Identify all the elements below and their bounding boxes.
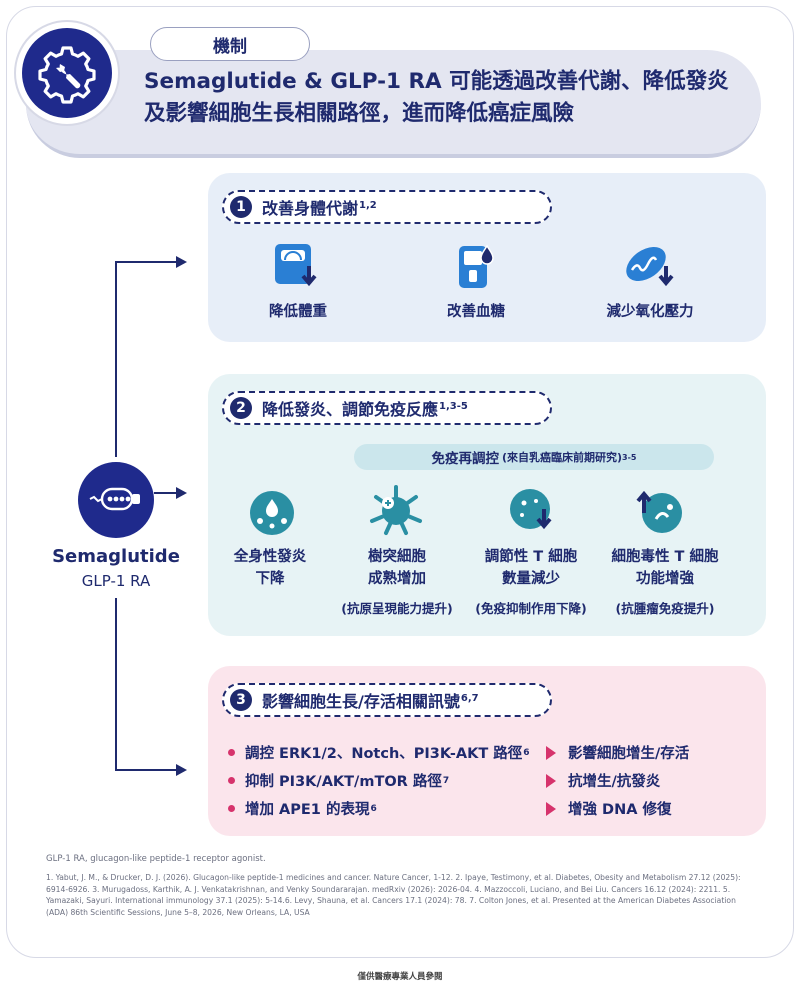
section2-title-text: 降低發炎、調節免疫反應 — [262, 400, 439, 419]
section-cell-growth: 3 影響細胞生長/存活相關訊號6,7 調控 ERK1/2、Notch、PI3K-… — [208, 666, 766, 836]
left-item-2-ref: 7 — [442, 775, 450, 786]
item-dendritic-note: (抗原呈現能力提升) — [341, 601, 453, 616]
bullet-dot-icon — [228, 805, 235, 812]
item-weight-loss: 降低體重 — [269, 304, 327, 320]
item-treg-line2: 數量減少 — [502, 571, 560, 587]
section2-number: 2 — [230, 397, 252, 419]
right-item-2-text: 抗增生/抗發炎 — [568, 774, 661, 790]
section1-number: 1 — [230, 196, 252, 218]
item-treg-reduction: 調節性 T 細胞 數量減少 — [466, 546, 596, 590]
section3-title-text: 影響細胞生長/存活相關訊號 — [262, 692, 460, 711]
section-metabolism: 1 改善身體代謝1,2 降低體重 改善血糖 減少氧化壓力 — [208, 173, 766, 342]
gear-wrench-icon — [22, 28, 112, 118]
treg-cell-down-icon — [502, 481, 562, 541]
drug-class: GLP-1 RA — [81, 572, 151, 590]
triangle-arrow-icon — [546, 773, 556, 788]
left-item-3-text: 增加 APE1 的表現 — [245, 802, 370, 818]
left-item-1-text: 調控 ERK1/2、Notch、PI3K-AKT 路徑 — [245, 746, 523, 762]
triangle-arrow-icon — [546, 745, 556, 760]
right-item-3-text: 增強 DNA 修復 — [568, 802, 672, 818]
item-cytotoxic-line1: 細胞毒性 T 細胞 — [611, 549, 719, 565]
header-banner — [26, 50, 761, 158]
connector-arrow-1 — [115, 261, 177, 263]
item-cytotoxic-line2: 功能增強 — [636, 571, 694, 587]
title-line-2: 及影響細胞生長相關路徑，進而降低癌症風險 — [144, 101, 575, 126]
item-systemic-inflammation: 全身性發炎 下降 — [216, 546, 324, 590]
connector-arrow-3 — [115, 769, 177, 771]
list-item: 影響細胞增生/存活 — [546, 742, 689, 763]
section1-title: 改善身體代謝1,2 — [262, 195, 377, 219]
section1-header: 1 改善身體代謝1,2 — [222, 190, 552, 224]
references: 1. Yabut, J. M., & Drucker, D. J. (2026)… — [46, 873, 741, 917]
arrowhead-3 — [176, 764, 187, 776]
item-systemic-inflammation-line1: 全身性發炎 — [233, 549, 307, 565]
section2-title: 降低發炎、調節免疫反應1,3-5 — [262, 396, 468, 420]
section2-header: 2 降低發炎、調節免疫反應1,3-5 — [222, 391, 552, 425]
bullet-dot-icon — [228, 749, 235, 756]
item-dendritic-line1: 樹突細胞 — [368, 549, 426, 565]
glucose-meter-icon — [446, 237, 506, 297]
item-dendritic-maturation: 樹突細胞 成熟增加 — [338, 546, 456, 590]
dendritic-cell-icon — [366, 481, 426, 541]
section3-header: 3 影響細胞生長/存活相關訊號6,7 — [222, 683, 552, 717]
vertical-connector-top — [115, 262, 117, 457]
left-item-2-text: 抑制 PI3K/AKT/mTOR 路徑 — [245, 774, 442, 790]
item-cytotoxic-tcell: 細胞毒性 T 細胞 功能增強 — [596, 546, 734, 590]
item-blood-glucose: 改善血糖 — [447, 304, 505, 320]
scale-down-icon — [268, 237, 328, 297]
list-item: 抗增生/抗發炎 — [546, 770, 660, 791]
section2-ref: 1,3-5 — [439, 400, 468, 412]
bullet-dot-icon — [228, 777, 235, 784]
title-line-1: Semaglutide & GLP-1 RA 可能透過改善代謝、降低發炎 — [144, 69, 729, 94]
section1-title-text: 改善身體代謝 — [262, 199, 359, 218]
pen-injector-icon — [78, 462, 154, 538]
immune-title: 免疫再調控 — [431, 451, 499, 467]
mechanism-tag: 機制 — [150, 27, 310, 61]
immune-ref: 3-5 — [622, 452, 637, 462]
section3-title: 影響細胞生長/存活相關訊號6,7 — [262, 688, 479, 712]
abbreviation-note: GLP-1 RA, glucagon-like peptide-1 recept… — [46, 854, 266, 864]
list-item: 增強 DNA 修復 — [546, 798, 672, 819]
item-systemic-inflammation-line2: 下降 — [255, 571, 285, 587]
right-item-1-text: 影響細胞增生/存活 — [568, 746, 690, 762]
section-inflammation-immunity: 2 降低發炎、調節免疫反應1,3-5 免疫再調控 (來自乳癌臨床前期研究) 3-… — [208, 374, 766, 636]
left-item-1-ref: 6 — [523, 747, 530, 758]
item-dendritic-line2: 成熟增加 — [368, 571, 426, 587]
section3-ref: 6,7 — [460, 692, 479, 704]
professional-use-note: 僅供醫療專業人員參閱 — [357, 972, 443, 982]
vertical-connector-bottom — [115, 598, 117, 770]
drug-name: Semaglutide — [52, 546, 180, 567]
cytotoxic-tcell-up-icon — [630, 481, 690, 541]
item-treg-line1: 調節性 T 細胞 — [484, 549, 578, 565]
left-item-3-ref: 6 — [370, 803, 377, 814]
immune-note: (來自乳癌臨床前期研究) — [501, 451, 623, 464]
connector-arrow-2 — [154, 492, 177, 494]
mitochondria-down-icon — [620, 237, 680, 297]
immune-regulation-bar: 免疫再調控 (來自乳癌臨床前期研究) 3-5 — [354, 444, 714, 470]
triangle-arrow-icon — [546, 801, 556, 816]
mechanism-badge — [14, 20, 120, 126]
arrowhead-1 — [176, 256, 187, 268]
inflammation-cell-icon — [242, 481, 302, 541]
arrowhead-2 — [176, 487, 187, 499]
item-cytotoxic-note: (抗腫瘤免疫提升) — [615, 601, 715, 616]
item-oxidative-stress: 減少氧化壓力 — [606, 304, 694, 320]
item-treg-note: (免疫抑制作用下降) — [475, 601, 587, 616]
section3-number: 3 — [230, 689, 252, 711]
page-title: Semaglutide & GLP-1 RA 可能透過改善代謝、降低發炎 及影響… — [144, 66, 764, 130]
section1-ref: 1,2 — [359, 199, 377, 211]
